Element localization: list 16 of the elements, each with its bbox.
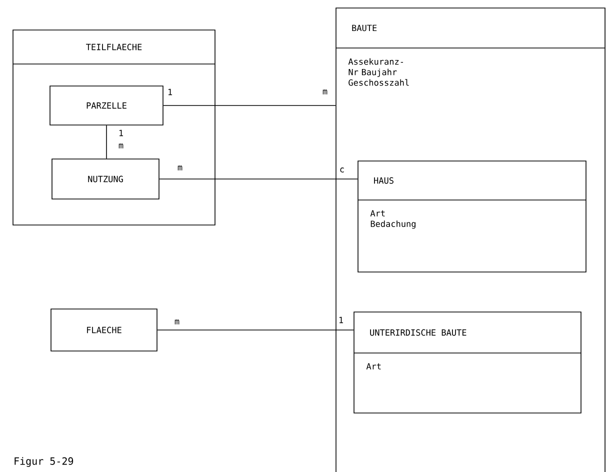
connector-line <box>106 125 107 159</box>
entity-box: NUTZUNG <box>52 158 160 200</box>
cardinality-label: m <box>178 166 182 170</box>
figure-caption: Figur 5-29 <box>14 457 74 467</box>
connector-line <box>163 105 336 106</box>
cardinality-label: 1 <box>339 316 343 324</box>
cardinality-label: m <box>322 90 328 94</box>
connector-line <box>159 178 358 180</box>
cardinality-label: m <box>174 320 180 324</box>
entity-box: FLAECHE <box>50 308 158 352</box>
entity-box: PARZELLE <box>50 86 164 126</box>
cardinality-label: m <box>118 144 124 148</box>
entity-box: UNTERIRDISCHE BAUTE Art <box>354 312 582 414</box>
entity-box: HAUS Art Bedachung <box>358 160 586 272</box>
cardinality-label: c <box>340 168 344 172</box>
cardinality-label: 1 <box>119 130 123 136</box>
